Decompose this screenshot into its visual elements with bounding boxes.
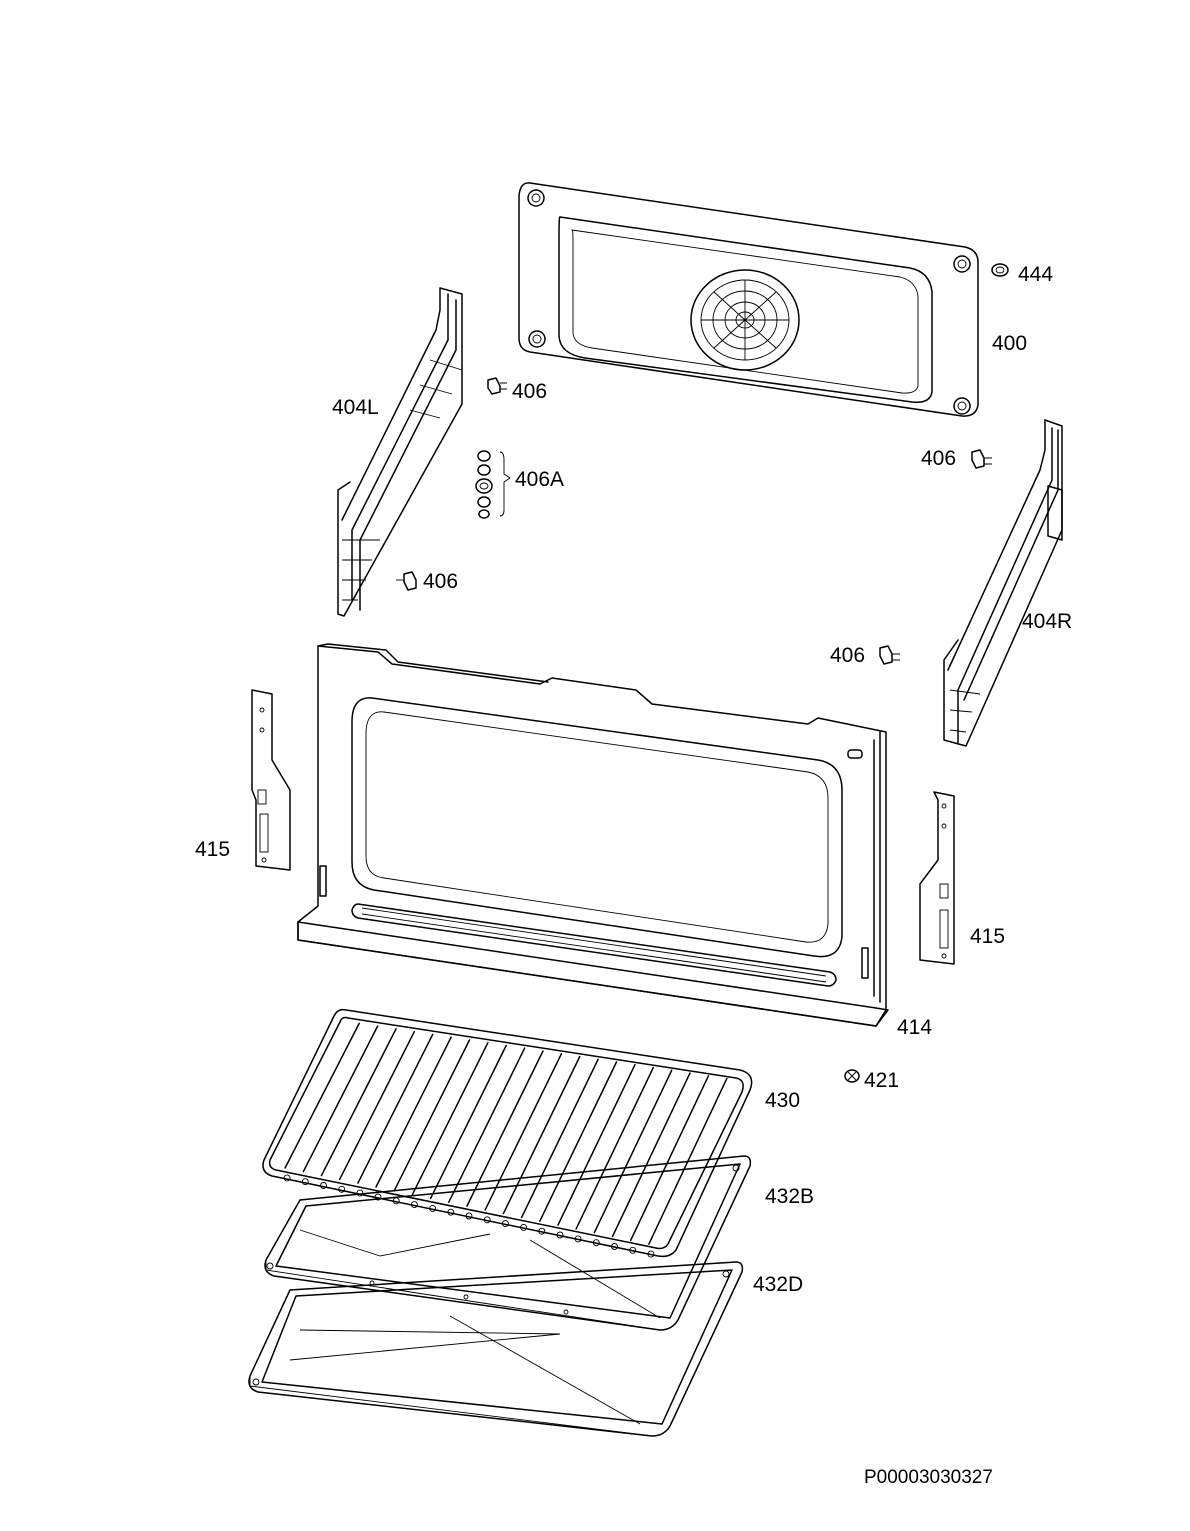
document-number: P00003030327 [864, 1467, 993, 1488]
label-421: 421 [864, 1069, 899, 1092]
label-415-left: 415 [195, 838, 230, 861]
rack-foot [301, 1178, 309, 1186]
rack-foot [611, 1243, 618, 1250]
back-panel-400 [518, 182, 979, 417]
rack-foot [410, 1201, 418, 1209]
rack-foot [647, 1250, 655, 1258]
rack-bar [539, 1061, 618, 1222]
rack-bar [448, 1047, 526, 1203]
rack-foot [629, 1246, 637, 1254]
rack-bar [393, 1039, 471, 1192]
rack-bar [557, 1064, 636, 1226]
rack-bar [357, 1033, 434, 1184]
rack-foot [465, 1212, 473, 1220]
rack-foot [447, 1208, 455, 1216]
rack-foot [429, 1204, 437, 1212]
rack-foot [520, 1223, 528, 1231]
left-shelf-runner-404L [337, 287, 463, 617]
label-415-right: 415 [970, 925, 1005, 948]
rack-foot [501, 1220, 509, 1228]
part-444-washer [991, 263, 1009, 277]
label-400: 400 [992, 332, 1027, 355]
rack-bar [502, 1055, 581, 1215]
deep-tray-432D [248, 1261, 744, 1437]
rack-bar [302, 1025, 379, 1173]
rack-foot [483, 1216, 491, 1224]
label-432B: 432B [765, 1185, 814, 1208]
rack-bar [520, 1058, 599, 1219]
label-432D: 432D [753, 1273, 803, 1296]
rack-bar [575, 1066, 655, 1230]
rack-bar [484, 1053, 563, 1211]
left-bracket-415 [251, 689, 291, 871]
label-430: 430 [765, 1089, 800, 1112]
rack-bar [411, 1041, 489, 1196]
label-406-right-upper: 406 [921, 447, 956, 470]
rack-bar [375, 1036, 452, 1188]
rack-foot [556, 1231, 564, 1239]
label-406A: 406A [515, 468, 564, 491]
rack-foot [320, 1182, 327, 1189]
rack-bar [593, 1069, 673, 1234]
clip-406-upper [487, 377, 507, 395]
rack-bar [284, 1022, 360, 1169]
rack-foot [374, 1193, 382, 1201]
label-414: 414 [897, 1016, 932, 1039]
rack-bar [429, 1044, 507, 1200]
rack-bar [320, 1028, 397, 1177]
rack-bar [466, 1050, 544, 1207]
clip-406-right-lower [879, 645, 900, 665]
label-406-right-lower: 406 [830, 644, 865, 667]
right-bracket-415 [919, 791, 955, 965]
rack-foot [538, 1227, 546, 1235]
rack-bar [611, 1072, 691, 1238]
rack-bar [629, 1075, 710, 1242]
baking-tray-432B [264, 1155, 752, 1331]
label-444: 444 [1018, 263, 1053, 286]
cavity-frame-414 [297, 643, 889, 1027]
label-406-upper: 406 [512, 380, 547, 403]
screw-421 [844, 1069, 860, 1083]
rack-foot [592, 1239, 600, 1247]
label-404L: 404L [332, 396, 379, 419]
wire-rack-430 [262, 1008, 753, 1258]
rack-bar [338, 1030, 416, 1181]
clip-assembly-406A [475, 450, 511, 519]
fan-cover [690, 269, 800, 371]
clip-406-lower [396, 571, 417, 591]
rack-foot [338, 1185, 346, 1193]
clip-406-right-upper [971, 449, 992, 469]
right-shelf-runner-404R [943, 419, 1063, 747]
label-406-lower: 406 [423, 570, 458, 593]
label-404R: 404R [1022, 610, 1072, 633]
rack-foot [283, 1174, 291, 1182]
rack-foot [574, 1235, 582, 1243]
